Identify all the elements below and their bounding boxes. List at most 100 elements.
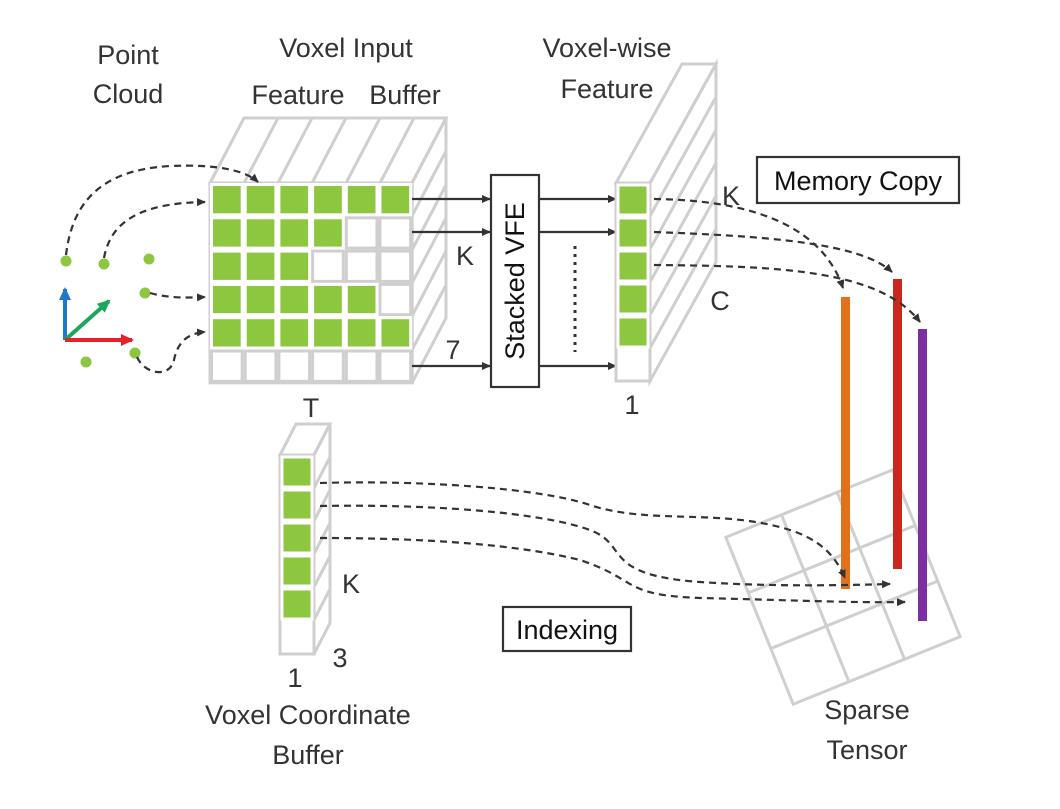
grid-line [410, 150, 448, 217]
point [143, 253, 155, 265]
grid-line [410, 184, 448, 251]
voxel-cell-filled [210, 216, 244, 250]
grid-line [410, 250, 448, 317]
voxel-cell-filled [378, 183, 413, 217]
voxel-input-label-buffer: Buffer [369, 80, 441, 110]
dimension-k-coord: K [342, 569, 360, 599]
dashed-arrow-indexing [319, 481, 847, 579]
stacked-vfe-label: Stacked VFE [500, 202, 530, 360]
dashed-arrow-memory-copy [653, 263, 921, 323]
point-cloud [60, 253, 155, 368]
voxel-cell-empty [277, 349, 312, 383]
point-cloud-label-line2: Cloud [93, 79, 164, 109]
point [98, 258, 110, 270]
dashed-arrow-point-to-voxel [135, 328, 206, 374]
grid-line [410, 217, 448, 284]
voxel-cell-filled [277, 216, 312, 250]
voxel-cell-filled [311, 216, 345, 250]
voxelwise-label-line2: Feature [560, 74, 653, 104]
voxel-cell-filled [243, 216, 278, 250]
voxel-cell-filled [210, 316, 244, 350]
voxel-cell-filled [344, 316, 379, 350]
dashed-arrow-memory-copy [653, 197, 845, 289]
memory-copy-label: Memory Copy [774, 166, 943, 196]
feature-cell [616, 216, 650, 250]
voxel-wise-feature [613, 58, 719, 387]
feature-bar-orange [841, 297, 850, 589]
dashed-arrow-point-to-voxel [149, 291, 206, 302]
voxel-cell-filled [277, 249, 312, 283]
grid-line [242, 117, 280, 184]
dashed-arrow-memory-copy [653, 230, 893, 273]
voxel-cell-filled [243, 183, 278, 217]
point [129, 347, 141, 359]
voxel-input-feature-buffer [207, 116, 449, 385]
grid-line [312, 456, 332, 489]
voxel-cell-filled [210, 282, 244, 317]
feature-cell [616, 249, 650, 283]
point [139, 287, 151, 299]
voxel-cell-empty [243, 349, 278, 383]
feature-cell [616, 183, 650, 217]
voxel-cell-filled [277, 282, 312, 317]
grid-line [648, 162, 718, 283]
sparse-tensor-label-line2: Tensor [826, 735, 907, 765]
feature-bar-red [893, 279, 902, 569]
voxel-coordinate-buffer [277, 422, 333, 656]
grid-line [770, 579, 939, 650]
grid-line [276, 117, 314, 184]
voxel-cell-filled [277, 316, 312, 350]
voxelwise-label-line1: Voxel-wise [542, 33, 671, 63]
voxel-cell-filled [243, 249, 278, 283]
voxel-cell-empty [378, 282, 413, 317]
grid-line [378, 117, 416, 184]
dimension-one-coord: 1 [287, 663, 302, 693]
voxel-cell-empty [311, 349, 345, 383]
voxel-cell-filled [243, 282, 278, 317]
voxel-cell-filled [243, 316, 278, 350]
coord-cell [280, 521, 314, 555]
voxel-cell-empty [378, 249, 413, 283]
voxel-input-label-feature: Feature [251, 80, 344, 110]
coord-cell [280, 554, 314, 588]
dimension-three: 3 [332, 643, 347, 673]
dimension-c: C [710, 286, 730, 316]
voxel-cell-filled [311, 183, 345, 217]
grid-line [780, 514, 851, 683]
voxel-cell-filled [210, 183, 244, 217]
grid-line [648, 96, 718, 217]
voxel-input-label-line1: Voxel Input [279, 33, 413, 63]
dashed-arrow-point-to-voxel [64, 164, 259, 256]
voxel-cell-filled [344, 183, 379, 217]
buffer-front-face [208, 181, 414, 385]
grid-line [310, 117, 348, 184]
indexing-box [501, 605, 633, 653]
grid-line [747, 524, 916, 595]
voxel-cell-filled [210, 249, 244, 283]
voxel-cell-filled [311, 316, 345, 350]
voxel-cell-filled [311, 282, 345, 317]
dashed-arrow-indexing [319, 536, 906, 607]
dashed-arrow-indexing [319, 504, 891, 589]
feature-cell [616, 315, 650, 349]
coord-cell [280, 587, 314, 621]
grid-line [648, 195, 718, 316]
voxel-cell-empty [210, 349, 244, 383]
point-cloud-label-line1: Point [97, 40, 159, 70]
grid-line [344, 117, 382, 184]
coord-cell [280, 455, 314, 489]
coord-buffer-label-line1: Voxel Coordinate [205, 700, 411, 730]
dimension-one-feature: 1 [624, 390, 639, 420]
z-axis-arrow [63, 299, 111, 342]
voxel-cell-empty [378, 216, 413, 250]
dimension-seven: 7 [445, 335, 460, 365]
voxel-cell-empty [344, 249, 379, 283]
voxel-cell-filled [277, 183, 312, 217]
feature-cell [616, 282, 650, 316]
voxel-cell-empty [344, 349, 379, 383]
grid-line [312, 555, 332, 588]
grid-line [648, 228, 718, 349]
dimension-k-feature: K [722, 181, 740, 211]
grid-line [312, 588, 332, 621]
